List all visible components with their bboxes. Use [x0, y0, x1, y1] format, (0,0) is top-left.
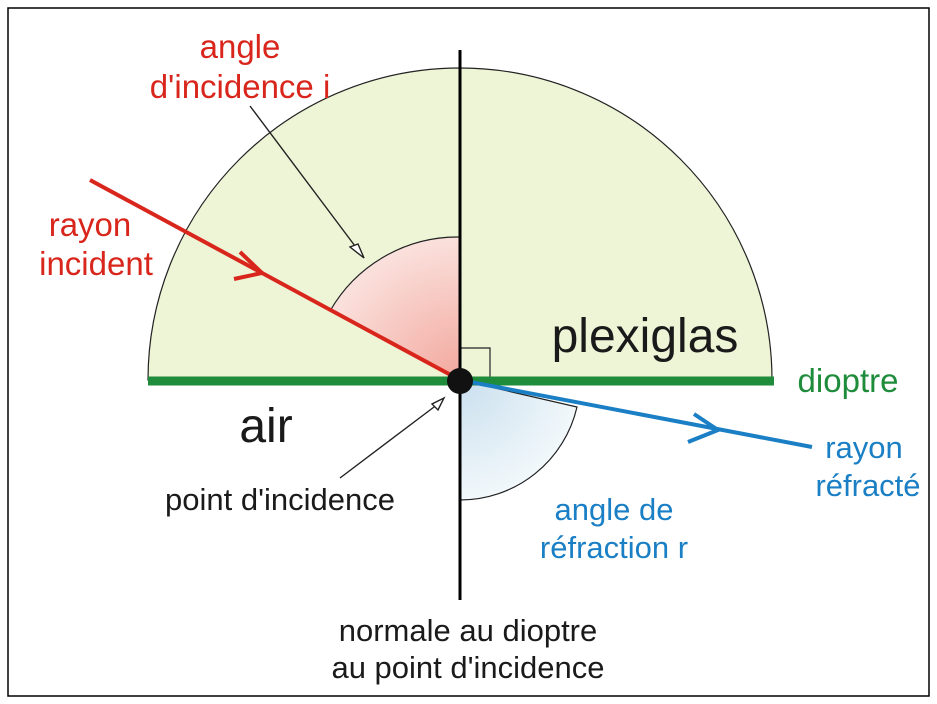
rayon-refracte-label-line1: rayon: [825, 430, 903, 465]
rayon-incident-label-line1: rayon: [49, 206, 132, 243]
angle-refraction-label-line1: angle de: [555, 492, 674, 527]
incidence-angle-pointer: [249, 105, 359, 251]
normale-label-line1: normale au dioptre: [339, 613, 598, 648]
normale-label-line2: au point d'incidence: [331, 650, 604, 685]
angle-refraction-label-line2: réfraction r: [540, 530, 688, 565]
air-label: air: [239, 400, 292, 453]
refracted-ray: [459, 378, 813, 449]
incident-ray-arrow: [233, 250, 267, 281]
point-incidence-label: point d'incidence: [165, 482, 395, 517]
incidence-angle-sector: [329, 236, 461, 381]
rayon-refracte-label-line2: réfracté: [815, 468, 920, 503]
dioptre-label: dioptre: [798, 362, 899, 399]
incidence-point-pointer: [339, 403, 439, 479]
incident-ray: [89, 178, 461, 382]
plexiglas-label: plexiglas: [552, 310, 739, 363]
angle-incidence-label-line1: angle: [200, 28, 281, 65]
refraction-angle-sector: [459, 379, 578, 501]
angle-incidence-label-line2: d'incidence i: [150, 68, 331, 105]
diagram-frame: [7, 7, 930, 697]
rayon-incident-label-line2: incident: [39, 245, 153, 282]
incidence-point: [447, 368, 473, 394]
incidence-point-pointer-head: [430, 396, 446, 412]
refracted-ray-arrow: [687, 412, 723, 444]
right-angle-mark: [460, 347, 491, 380]
incidence-angle-pointer-head: [348, 243, 365, 259]
